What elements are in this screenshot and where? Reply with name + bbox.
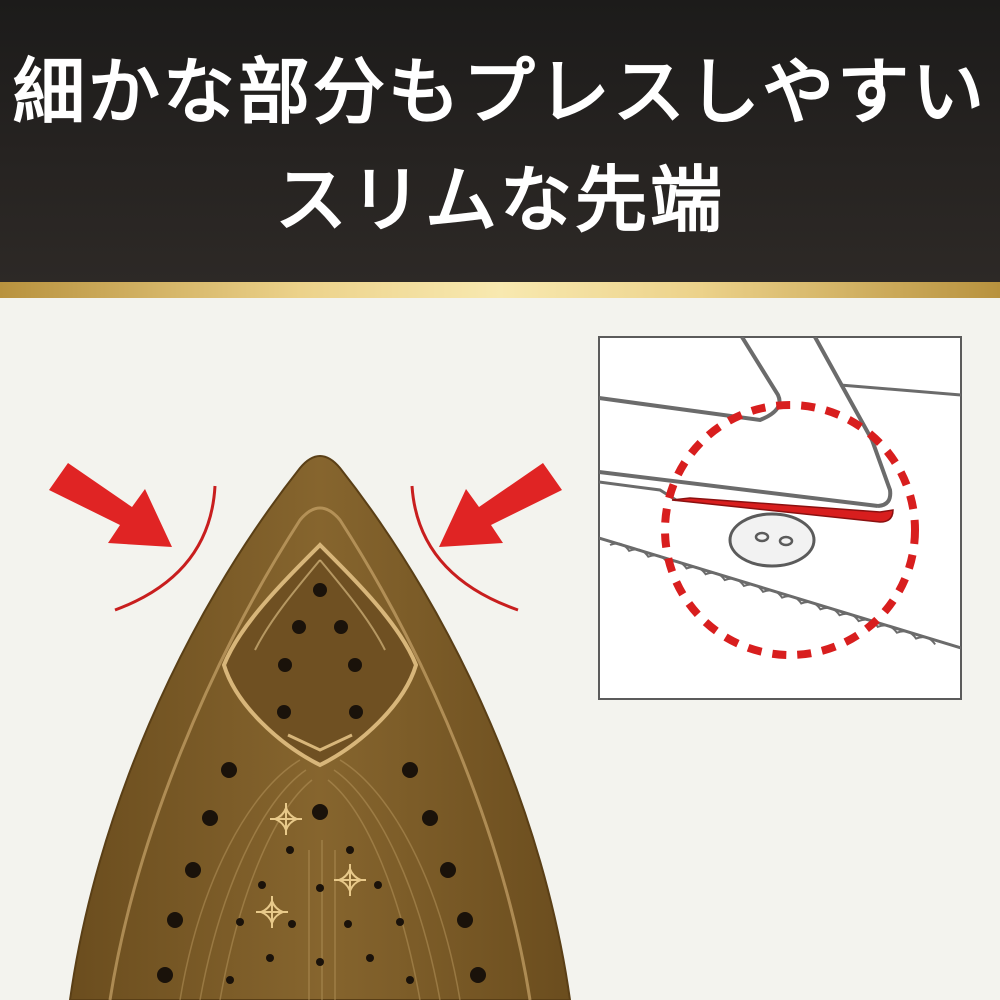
- inset-red-tip: [671, 497, 894, 523]
- soleplate-illustration: [49, 336, 962, 1000]
- inset-iron-body: [813, 337, 893, 508]
- soleplate-chevron: [287, 733, 353, 752]
- soleplate-inner-panel: [221, 542, 419, 768]
- left-arc: [114, 485, 217, 612]
- inset-iron-handle: [839, 383, 961, 397]
- illustration-stage: [0, 298, 1000, 1000]
- soleplate-highlight: [254, 559, 321, 651]
- sparkle-icon: [256, 896, 288, 928]
- gold-divider: [0, 282, 1000, 298]
- red-arrow-icon: [439, 463, 562, 547]
- steam-holes: [157, 583, 486, 984]
- sparkle-icon: [270, 803, 302, 835]
- inset-button-hole: [778, 535, 794, 547]
- right-arc: [410, 485, 519, 612]
- sparkle-icon: [334, 864, 366, 896]
- inset-button-hole: [754, 531, 770, 543]
- soleplate-rim: [108, 506, 532, 1000]
- inset-soleplate-top: [599, 470, 879, 508]
- headline-line-2: スリムな先端: [274, 158, 725, 242]
- inset-button: [728, 512, 816, 568]
- soleplate-grooves: [179, 759, 461, 1000]
- detail-inset: [598, 336, 962, 700]
- red-arrow-icon: [49, 463, 172, 547]
- headline-line-1: 細かな部分もプレスしやすい: [12, 50, 988, 134]
- soleplate-highlight: [319, 559, 386, 651]
- header-banner: 細かな部分もプレスしやすい スリムな先端: [0, 0, 1000, 282]
- highlight-circle: [661, 401, 919, 659]
